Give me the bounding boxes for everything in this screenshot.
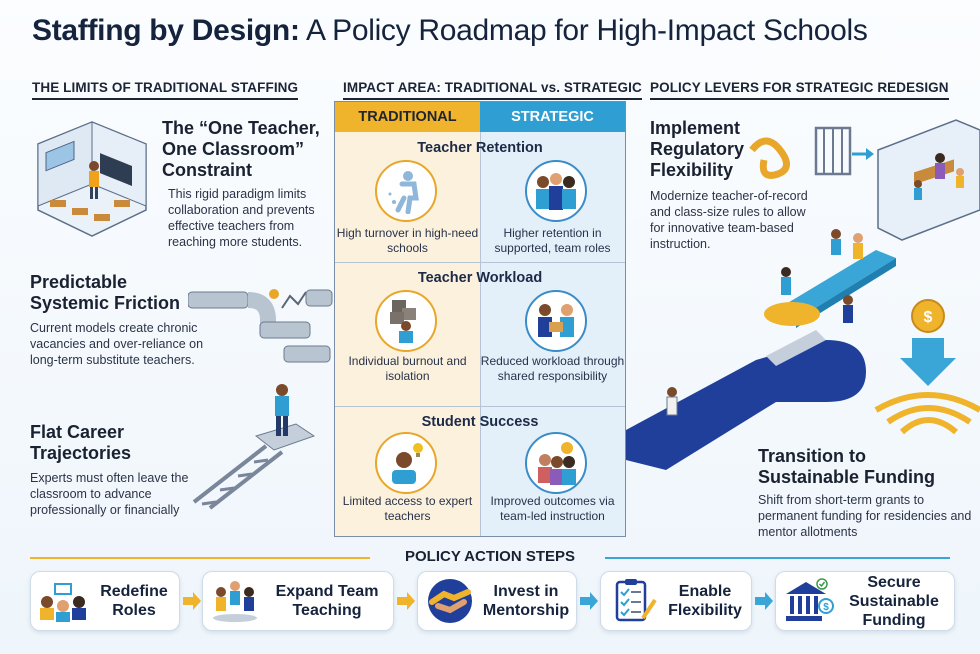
left-block3-title: Flat Career Trajectories	[30, 422, 132, 463]
left-block1-title: The “One Teacher, One Classroom” Constra…	[162, 118, 320, 180]
step-enable-flexibility: Enable Flexibility	[600, 571, 752, 631]
traditional-header: TRADITIONAL	[335, 102, 480, 132]
row-separator	[335, 262, 625, 263]
svg-text:$: $	[924, 309, 933, 326]
policy-pathway-illustration: $	[626, 119, 980, 470]
steps-divider-left	[30, 557, 370, 559]
step-expand-team-teaching: Expand Team Teaching	[202, 571, 394, 631]
burnout-boxes-icon	[375, 290, 437, 352]
step-invest-in-mentorship: Invest in Mentorship	[417, 571, 577, 631]
student-idea-icon	[375, 432, 437, 494]
strategic-header: STRATEGIC	[480, 102, 625, 132]
workload-traditional-text: Individual burnout and isolation	[348, 354, 467, 383]
career-ladder-illustration	[192, 384, 316, 510]
right-block2-title: Transition to Sustainable Funding	[758, 446, 936, 487]
left-block3-text: Experts must often leave the classroom t…	[30, 471, 189, 517]
svg-text:$: $	[823, 602, 829, 613]
step-label: Redefine Roles	[100, 583, 168, 619]
step-arrow-icon	[397, 592, 415, 610]
handshake-icon	[428, 579, 472, 623]
section-title-student-success: Student Success	[421, 414, 539, 430]
right-block2-text: Shift from short-term grants to permanen…	[758, 493, 972, 539]
row-separator	[335, 406, 625, 407]
left-block2-text: Current models create chronic vacancies …	[30, 321, 204, 367]
right-block1-text: Modernize teacher-of-record and class-si…	[650, 189, 808, 251]
step-label: Invest in Mentorship	[482, 583, 570, 619]
left-block2-title: Predictable Systemic Friction	[30, 272, 181, 313]
title-bold: Staffing by Design:	[32, 14, 300, 47]
retention-strategic-text: Higher retention in supported, team role…	[494, 226, 611, 255]
steps-divider-right	[605, 557, 950, 559]
workload-strategic-text: Reduced workload through shared responsi…	[480, 354, 625, 383]
step-redefine-roles: Redefine Roles	[30, 571, 180, 631]
success-strategic-text: Improved outcomes via team-led instructi…	[490, 494, 615, 523]
step-label: Expand Team Teaching	[275, 583, 379, 619]
bank-icon: $	[786, 578, 834, 621]
title-rest: A Policy Roadmap for High-Impact Schools	[299, 14, 868, 47]
comparison-table: TRADITIONAL STRATEGIC Teacher Retention …	[334, 101, 626, 537]
left-block1-text: This rigid paradigm limits collaboration…	[168, 187, 315, 249]
page-title: Staffing by Design: A Policy Roadmap for…	[32, 14, 868, 48]
broken-pipes-icon	[188, 289, 333, 363]
right-heading: POLICY LEVERS FOR STRATEGIC REDESIGN	[650, 80, 949, 100]
turnover-icon	[375, 160, 437, 222]
team-success-icon	[525, 432, 587, 494]
success-traditional-text: Limited access to expert teachers	[342, 494, 473, 523]
column-divider	[480, 132, 481, 536]
step-label: Secure Sustainable Funding	[849, 573, 939, 629]
team-roles-icon	[40, 583, 86, 622]
steps-heading: POLICY ACTION STEPS	[404, 548, 576, 565]
team-retention-icon	[525, 160, 587, 222]
retention-traditional-text: High turnover in high-need schools	[336, 226, 479, 255]
right-block1-title: Implement Regulatory Flexibility	[650, 118, 745, 180]
section-title-retention: Teacher Retention	[417, 140, 543, 156]
checklist-icon	[615, 579, 657, 622]
team-teaching-icon	[213, 581, 257, 622]
step-arrow-icon	[580, 592, 598, 610]
middle-heading: IMPACT AREA: TRADITIONAL vs. STRATEGIC	[343, 80, 642, 100]
step-arrow-icon	[183, 592, 201, 610]
step-secure-sustainable-funding: $ Secure Sustainable Funding	[775, 571, 955, 631]
section-title-workload: Teacher Workload	[417, 270, 543, 286]
left-heading: THE LIMITS OF TRADITIONAL STAFFING	[32, 80, 299, 100]
step-arrow-icon	[755, 592, 773, 610]
step-label: Enable Flexibility	[668, 583, 742, 619]
shared-work-icon	[525, 290, 587, 352]
classroom-illustration	[37, 121, 147, 237]
